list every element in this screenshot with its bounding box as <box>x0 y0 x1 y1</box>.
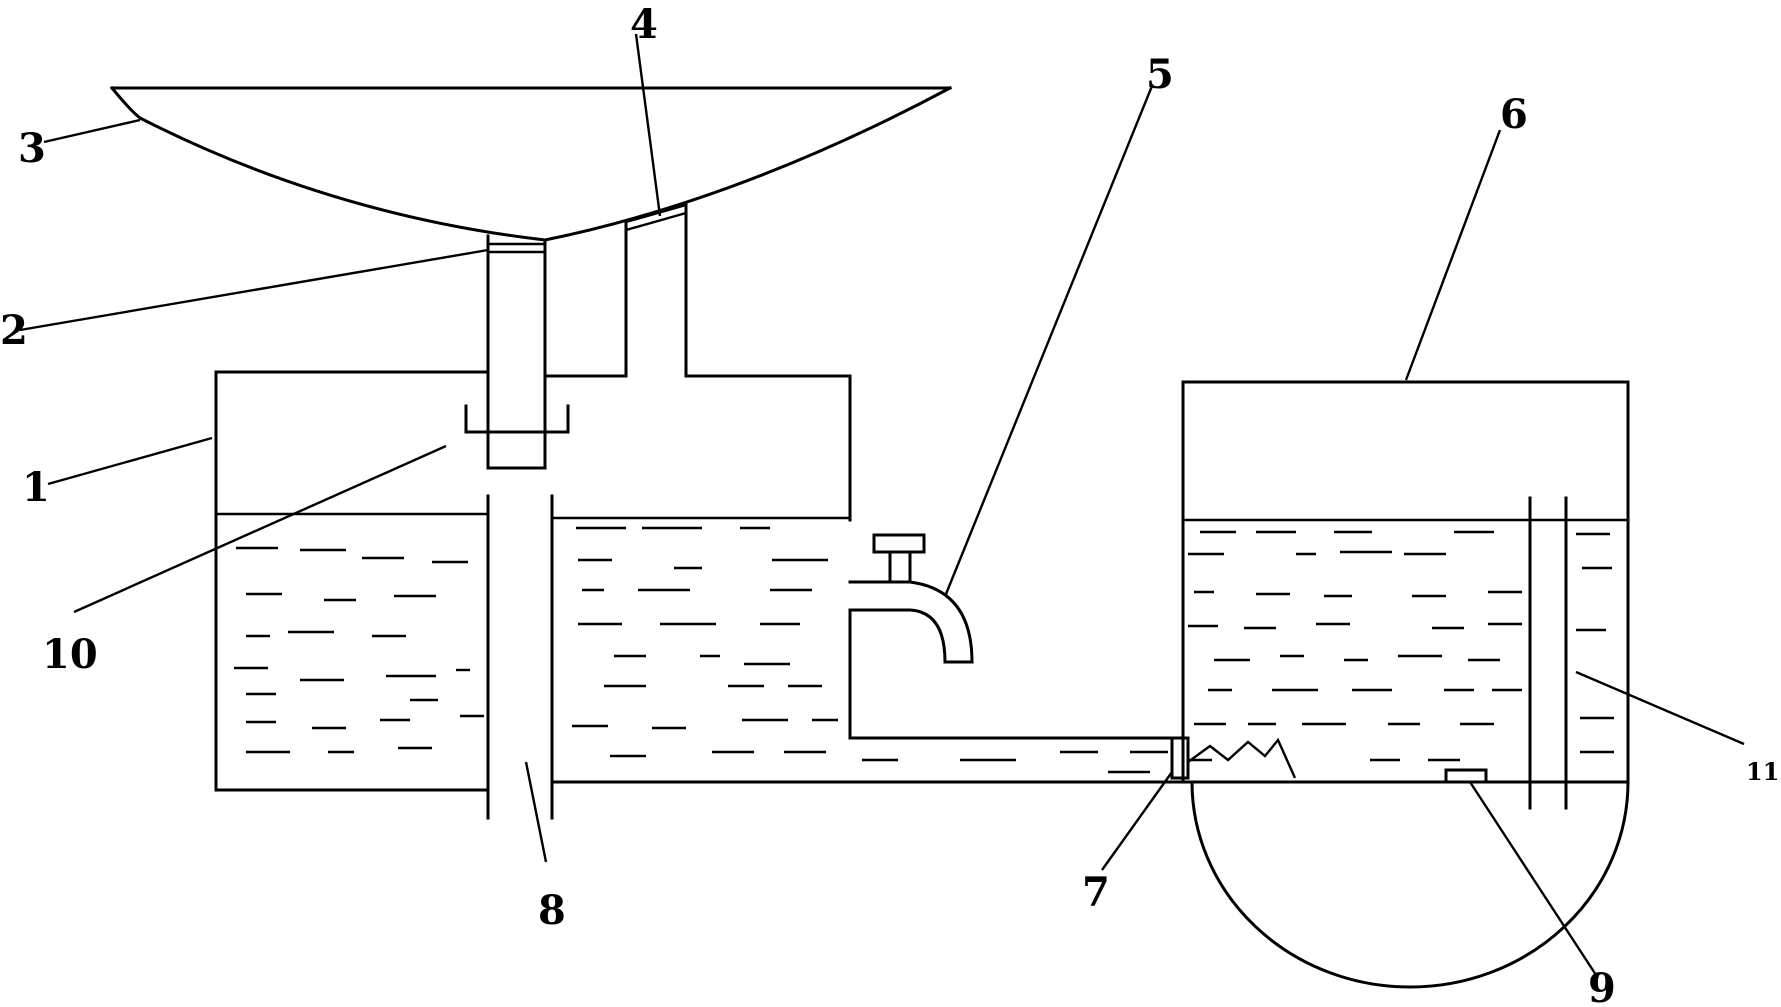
inlet-valve <box>1170 736 1297 780</box>
collector-dish <box>109 85 953 242</box>
label-5: 5 <box>1146 51 1174 98</box>
vertical-pipe <box>1528 496 1568 810</box>
level-sensor <box>1444 768 1488 784</box>
label-3: 3 <box>18 125 46 172</box>
leader-lines <box>19 33 1745 979</box>
drain-channel <box>486 494 1182 820</box>
label-11: 11 <box>1746 757 1779 786</box>
drain-pipe <box>486 234 547 470</box>
secondary-tank <box>1181 380 1630 784</box>
bottom-basin <box>1190 780 1630 989</box>
label-2: 2 <box>0 307 28 354</box>
label-8: 8 <box>538 887 566 934</box>
label-4: 4 <box>630 1 658 48</box>
label-6: 6 <box>1500 91 1528 138</box>
label-9: 9 <box>1588 965 1616 1007</box>
label-10: 10 <box>42 631 98 678</box>
label-7: 7 <box>1082 869 1110 916</box>
main-tank <box>214 370 852 792</box>
faucet <box>848 533 1182 740</box>
overflow-pipe <box>543 203 852 378</box>
cup-holder <box>464 404 570 434</box>
water-lines <box>234 526 1614 774</box>
label-1: 1 <box>22 464 50 511</box>
